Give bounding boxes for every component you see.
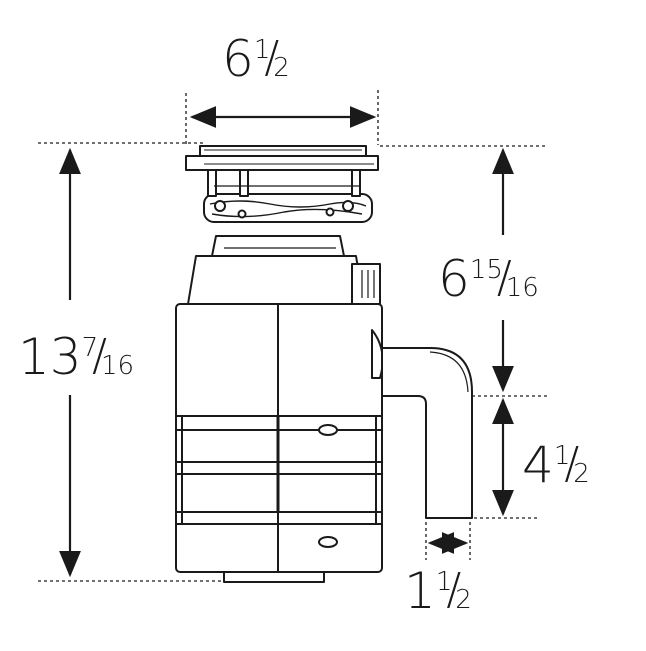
outlet-depth-whole: 1	[404, 562, 436, 620]
ring-lug-2	[342, 200, 354, 212]
outlet-height-numerator: 1	[553, 441, 571, 471]
neck	[211, 235, 345, 257]
dimension-lines	[59, 105, 514, 578]
total-height-numerator: 7	[81, 333, 99, 363]
mount-bolt-3	[351, 169, 361, 197]
screw-oval-1	[318, 424, 338, 436]
outlet-depth-denominator: 2	[455, 585, 472, 615]
outlet-depth-numerator: 1	[435, 567, 453, 597]
disposer-unit	[175, 145, 473, 583]
top-width-denominator: 2	[273, 53, 290, 83]
total-height-denominator: 16	[101, 351, 135, 381]
upper-height-whole: 6	[438, 250, 470, 308]
outlet-height-denominator: 2	[573, 459, 590, 489]
side-port	[351, 263, 381, 305]
ring-lug-1	[214, 200, 226, 212]
dimension-label-upper-height: 615/16	[438, 250, 539, 308]
dimension-label-outlet-height: 41/2	[522, 436, 590, 494]
upper-height-denominator: 16	[505, 273, 539, 303]
screw-oval-2	[318, 536, 338, 548]
grind-chamber	[187, 255, 365, 305]
mount-bolt-1	[207, 169, 217, 197]
extension-lines	[38, 90, 548, 582]
sink-flange	[185, 155, 379, 171]
top-width-whole: 6	[222, 30, 254, 88]
total-height-whole: 13	[18, 328, 82, 386]
flange-top	[199, 145, 367, 157]
outlet-height-whole: 4	[522, 436, 554, 494]
dimension-label-outlet-depth: 11/2	[404, 562, 472, 620]
dimension-label-total-height: 137/16	[18, 328, 135, 386]
discharge-elbow	[381, 347, 473, 519]
mount-bolt-2	[239, 169, 249, 197]
upper-height-numerator: 15	[469, 255, 503, 285]
dimension-label-top-width: 61/2	[222, 30, 290, 88]
top-width-numerator: 1	[253, 35, 271, 65]
